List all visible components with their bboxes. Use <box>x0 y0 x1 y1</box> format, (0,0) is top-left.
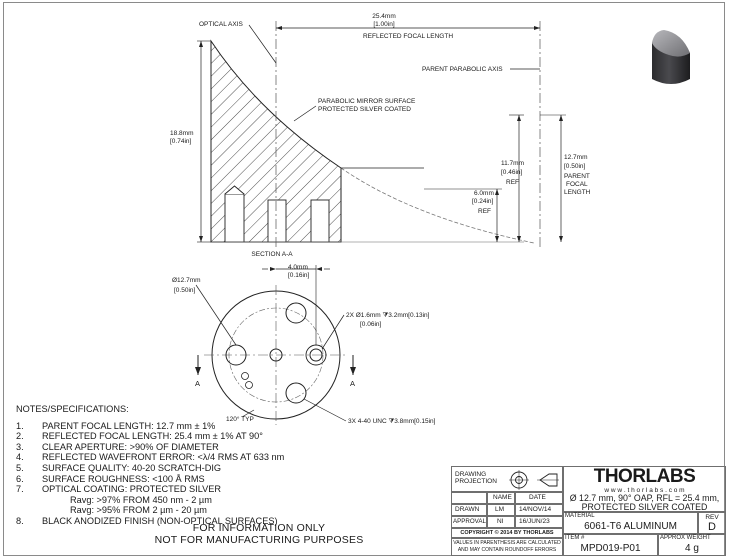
note-item-2: 2.REFLECTED FOCAL LENGTH: 25.4 mm ± 1% A… <box>16 431 263 442</box>
rev-label: REV <box>705 514 719 521</box>
ref-11-7-in: [0.46in] <box>501 169 523 176</box>
ref-11-7-mm: 11.7mm <box>501 160 524 167</box>
material-value: 6061-T6 ALUMINUM <box>584 521 677 532</box>
rfl-in: [1.00in] <box>373 21 395 28</box>
pfl-label-3: LENGTH <box>564 189 591 196</box>
ref-6-0-in: [0.24in] <box>472 198 494 205</box>
ref-11-7-ref: REF <box>506 179 519 186</box>
spacing-in: [0.16in] <box>288 272 310 279</box>
note-item-3: 3.CLEAR APERTURE: >90% OF DIAMETER <box>16 441 219 452</box>
ref-6-0-ref: REF <box>478 208 491 215</box>
weight-value: 4 g <box>685 543 699 554</box>
projection-label-1: DRAWING <box>455 471 487 478</box>
pfl-label-1: PARENT <box>564 173 590 180</box>
pfl-mm: 12.7mm <box>564 154 587 161</box>
ref-6-0-mm: 6.0mm <box>474 190 494 197</box>
rounding-note-1: VALUES IN PARENTHESIS ARE CALCULATED <box>453 540 561 546</box>
note-item-8: 8.BLACK ANODIZED FINISH (NON-OPTICAL SUR… <box>16 515 278 526</box>
note-item-5: 5.SURFACE QUALITY: 40-20 SCRATCH-DIG <box>16 462 222 473</box>
section-marker-left: A <box>195 379 200 388</box>
note-sub-1: Ravg: >97% FROM 450 nm - 2 µm <box>70 494 212 505</box>
angle-label: 120° TYP <box>226 415 254 423</box>
projection-label-2: PROJECTION <box>455 478 497 485</box>
description-1: Ø 12.7 mm, 90° OAP, RFL = 25.4 mm, <box>569 493 720 503</box>
item-value: MPD019-P01 <box>580 543 641 554</box>
projection-symbol-icon <box>509 470 559 490</box>
notes-specifications: NOTES/SPECIFICATIONS: 1.PARENT FOCAL LEN… <box>16 404 436 527</box>
col-name: NAME <box>493 494 512 501</box>
mirror-surface-label-2: PROTECTED SILVER COATED <box>318 106 411 113</box>
approval-date: 16/JUN/23 <box>519 518 550 525</box>
section-marker-right: A <box>350 379 355 388</box>
description-2: PROTECTED SILVER COATED <box>581 502 708 512</box>
technical-drawing: OPTICAL AXIS 25.4mm [1.00in] REFLECTED F… <box>170 13 690 425</box>
info-line-2: NOT FOR MANUFACTURING PURPOSES <box>154 533 364 546</box>
bottom-view <box>195 265 356 425</box>
spacing-mm: 4.0mm <box>288 264 308 271</box>
drawn-label: DRAWN <box>455 506 480 513</box>
pfl-in: [0.50in] <box>564 163 586 170</box>
note-item-1: 1.PARENT FOCAL LENGTH: 12.7 mm ± 1% <box>16 420 216 431</box>
thorlabs-logo: THORLABS <box>593 466 696 487</box>
approval-name: NI <box>497 518 504 525</box>
rfl-label: REFLECTED FOCAL LENGTH <box>363 33 453 40</box>
drawn-date: 14/NOV/14 <box>519 506 552 513</box>
notes-header: NOTES/SPECIFICATIONS: <box>16 404 129 414</box>
mirror-surface-label-1: PARABOLIC MIRROR SURFACE <box>318 98 416 105</box>
title-block: DRAWING PROJECTION NAME DATE DRAWN LM 14… <box>451 466 726 556</box>
website: w w w . t h o r l a b s . c o m <box>604 487 685 494</box>
rounding-note-2: AND MAY CONTAIN ROUNDOFF ERRORS <box>457 547 557 553</box>
holes-callout-2: [0.06in] <box>360 321 382 328</box>
note-item-6: 6.SURFACE ROUGHNESS: <100 Å RMS <box>16 473 205 484</box>
pfl-label-2: FOCAL <box>566 181 588 188</box>
rev-value: D <box>708 521 716 533</box>
parent-axis-label: PARENT PARABOLIC AXIS <box>422 66 503 73</box>
dia-mm: Ø12.7mm <box>172 277 201 284</box>
height-mm: 18.8mm <box>170 130 193 137</box>
approval-label: APPROVAL <box>453 518 486 525</box>
copyright: COPYRIGHT © 2014 BY THORLABS <box>460 530 554 536</box>
product-3d-icon <box>652 30 690 84</box>
note-item-7: 7.OPTICAL COATING: PROTECTED SILVER <box>16 484 222 495</box>
rfl-mm: 25.4mm <box>372 13 395 20</box>
section-label: SECTION A-A <box>251 251 293 258</box>
optical-axis-label: OPTICAL AXIS <box>199 21 243 28</box>
note-sub-2: Ravg: >95% FROM 2 µm - 20 µm <box>70 505 207 516</box>
col-date: DATE <box>529 494 546 501</box>
weight-label: APPROX WEIGHT <box>660 535 711 541</box>
dia-in: [0.50in] <box>174 287 196 294</box>
holes-callout-1: 2X Ø1.6mm ⧩3.2mm[0.13in] <box>346 312 430 319</box>
drawn-name: LM <box>495 506 505 513</box>
section-profile <box>210 39 535 244</box>
drawing-sheet: OPTICAL AXIS 25.4mm [1.00in] REFLECTED F… <box>3 2 726 556</box>
item-label: ITEM # <box>565 535 585 541</box>
info-line-1: FOR INFORMATION ONLY <box>192 522 326 534</box>
height-in: [0.74in] <box>170 138 192 145</box>
note-item-4: 4.REFLECTED WAVEFRONT ERROR: <λ/4 RMS AT… <box>16 452 285 463</box>
tapped-callout: 3X 4-40 UNC ⧩3.8mm[0.15in] <box>348 418 436 425</box>
material-label: MATERIAL <box>565 513 595 519</box>
info-disclaimer: FOR INFORMATION ONLY NOT FOR MANUFACTURI… <box>114 522 404 546</box>
